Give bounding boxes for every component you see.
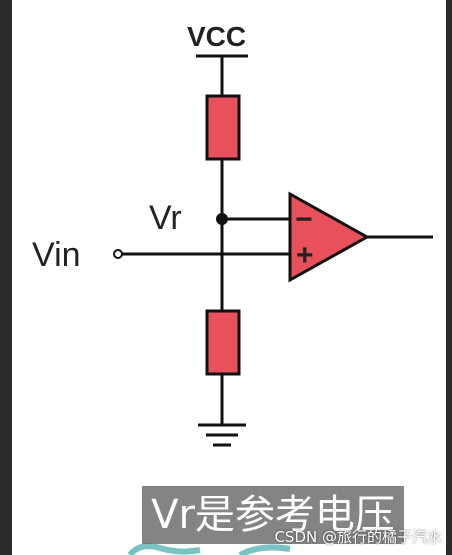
ground-symbol [198,423,246,447]
csdn-watermark: CSDN @旅行的橘子汽水 [274,528,442,546]
vin-label: Vin [32,236,81,274]
circuit-canvas: VCC Vr Vin − + [12,0,446,555]
partial-teal-subtitle-glyphs [127,543,291,555]
resistor-bottom [205,309,241,376]
vr-label: Vr [149,199,182,237]
subtitle-caption: Vr是参考电压 [142,486,404,544]
resistor-top [205,94,241,161]
opamp-triangle [288,191,371,283]
vin-terminal [113,249,123,259]
opamp-plus-sign: + [296,239,314,272]
vcc-label: VCC [187,21,246,52]
opamp-minus-sign: − [295,203,313,236]
comparator-circuit-diagram: VCC Vr Vin − + [32,21,433,447]
